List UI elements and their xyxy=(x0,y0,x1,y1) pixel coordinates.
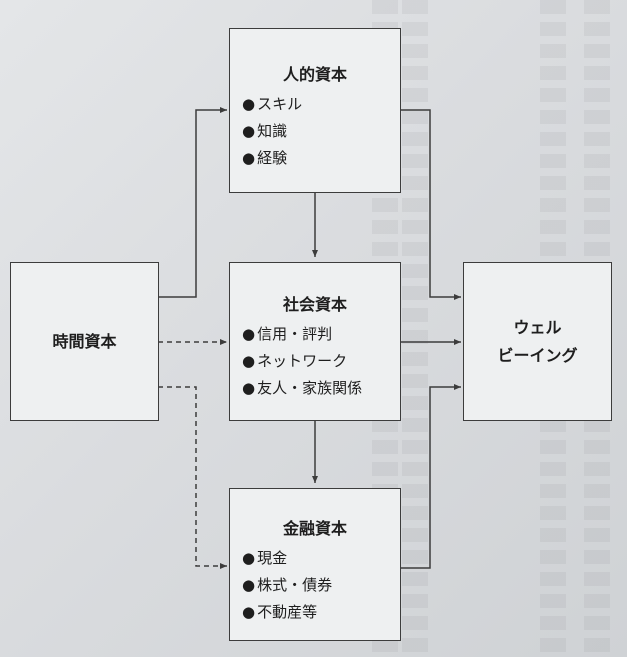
node-title: 金融資本 xyxy=(282,519,347,538)
bullet-icon: ● xyxy=(242,603,256,621)
node-wellbeing: ウェル ビーイング xyxy=(463,262,612,421)
arrow-time-to-human xyxy=(158,107,227,298)
bullet-icon: ● xyxy=(242,122,256,140)
node-title: 人的資本 xyxy=(282,65,347,84)
arrow-human-to-wellbeing xyxy=(400,109,461,300)
bullet-icon: ● xyxy=(242,149,256,167)
list-item: ●スキル xyxy=(242,95,303,113)
node-item-list: ●現金 ●株式・債券 ●不動産等 xyxy=(242,545,332,626)
list-item: ●株式・債券 xyxy=(242,576,333,594)
list-item: ●経験 xyxy=(242,149,288,167)
bullet-icon: ● xyxy=(242,325,256,343)
bullet-icon: ● xyxy=(242,549,256,567)
node-financial-capital: 金融資本 ●現金 ●株式・債券 ●不動産等 xyxy=(229,488,401,641)
arrow-financial-to-wellbeing xyxy=(400,384,461,569)
bullet-icon: ● xyxy=(242,352,256,370)
list-item: ●現金 xyxy=(242,549,288,567)
node-time-capital: 時間資本 xyxy=(10,262,159,421)
node-social-capital: 社会資本 ●信用・評判 ●ネットワーク ●友人・家族関係 xyxy=(229,262,401,421)
bullet-icon: ● xyxy=(242,95,256,113)
list-item: ●ネットワーク xyxy=(242,352,348,370)
node-title: 時間資本 xyxy=(52,331,117,351)
bullet-icon: ● xyxy=(242,379,256,397)
arrow-time-to-financial xyxy=(158,386,227,569)
node-title: 社会資本 xyxy=(282,295,347,314)
bullet-icon: ● xyxy=(242,576,256,594)
list-item: ●知識 xyxy=(242,122,288,140)
node-item-list: ●スキル ●知識 ●経験 xyxy=(242,91,302,172)
list-item: ●不動産等 xyxy=(242,603,318,621)
list-item: ●友人・家族関係 xyxy=(242,379,363,397)
node-title: ウェル ビーイング xyxy=(497,317,578,365)
list-item: ●信用・評判 xyxy=(242,325,333,343)
node-human-capital: 人的資本 ●スキル ●知識 ●経験 xyxy=(229,28,401,193)
node-item-list: ●信用・評判 ●ネットワーク ●友人・家族関係 xyxy=(242,321,362,402)
